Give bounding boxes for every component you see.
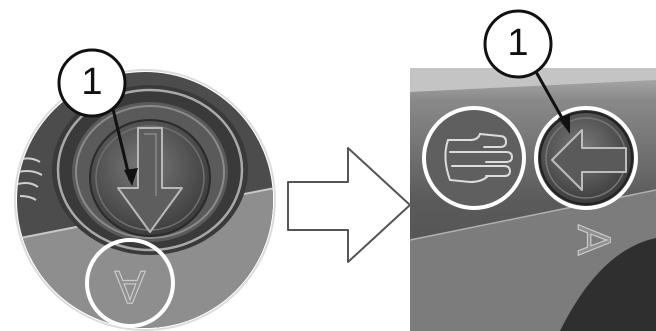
- panel-letter-left: A: [114, 261, 145, 313]
- panel-letter-right: A: [568, 225, 620, 256]
- right-arrow-icon: [288, 148, 410, 262]
- callout-number-left: 1: [81, 61, 102, 103]
- left-zoom-view: A 1: [10, 50, 290, 331]
- hand-highlight-ring: [424, 108, 524, 208]
- knob: [90, 120, 210, 236]
- right-photo-view: A 1: [410, 11, 656, 331]
- callout-number-right: 1: [507, 22, 528, 64]
